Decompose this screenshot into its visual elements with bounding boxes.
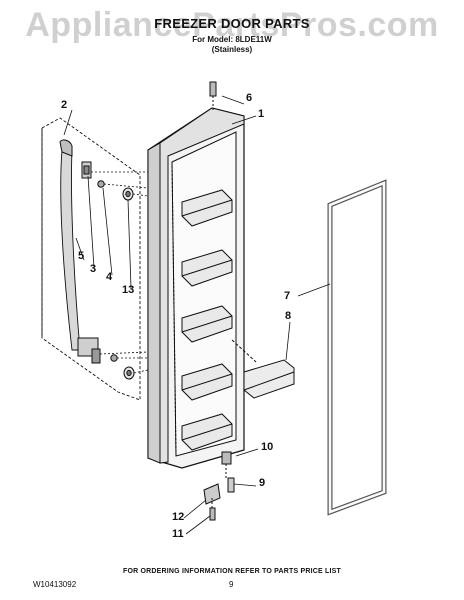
callout-13: 13 <box>122 284 135 296</box>
screw-guides <box>91 171 149 374</box>
leader-lines <box>63 95 331 535</box>
handle-assembly-outline <box>41 117 141 401</box>
handle-screw-bottom <box>110 354 118 362</box>
model-line: For Model: 8LDE11W <box>192 35 272 44</box>
door-handle <box>59 139 81 351</box>
top-hinge-screw <box>209 81 217 110</box>
door-bin-2 <box>181 249 233 287</box>
callout-10: 10 <box>261 441 274 453</box>
page-number: 9 <box>229 580 234 589</box>
handle-bracket-bottom <box>77 337 101 364</box>
handle-bracket-top <box>81 161 92 179</box>
document-code: W10413092 <box>33 580 77 589</box>
door-bin-1 <box>181 189 233 227</box>
plug-button-bottom <box>123 366 135 380</box>
callout-12: 12 <box>172 511 185 523</box>
callout-3: 3 <box>90 263 97 275</box>
plug-button-top <box>122 187 134 201</box>
finish-line: (Stainless) <box>211 45 253 54</box>
freezer-door <box>147 107 245 469</box>
callout-8: 8 <box>285 310 292 322</box>
door-bin-3 <box>181 305 233 343</box>
callout-9: 9 <box>259 477 266 489</box>
door-gasket <box>327 179 387 516</box>
handle-screw-top <box>97 180 105 188</box>
callout-5: 5 <box>78 250 85 262</box>
watermark-text: AppliancePartsPros.com <box>25 6 439 44</box>
callout-11: 11 <box>172 528 184 540</box>
callout-4: 4 <box>106 271 113 283</box>
bottom-hinge-bracket <box>203 451 235 521</box>
ordering-note: FOR ORDERING INFORMATION REFER TO PARTS … <box>122 568 342 575</box>
door-bin-5 <box>181 413 233 451</box>
door-bin-4 <box>181 363 233 401</box>
callout-6: 6 <box>246 92 253 104</box>
removable-door-bin <box>231 339 295 399</box>
callout-7: 7 <box>284 290 291 302</box>
callout-2: 2 <box>61 99 68 111</box>
callout-1: 1 <box>258 108 265 120</box>
page-title: FREEZER DOOR PARTS <box>154 16 310 31</box>
